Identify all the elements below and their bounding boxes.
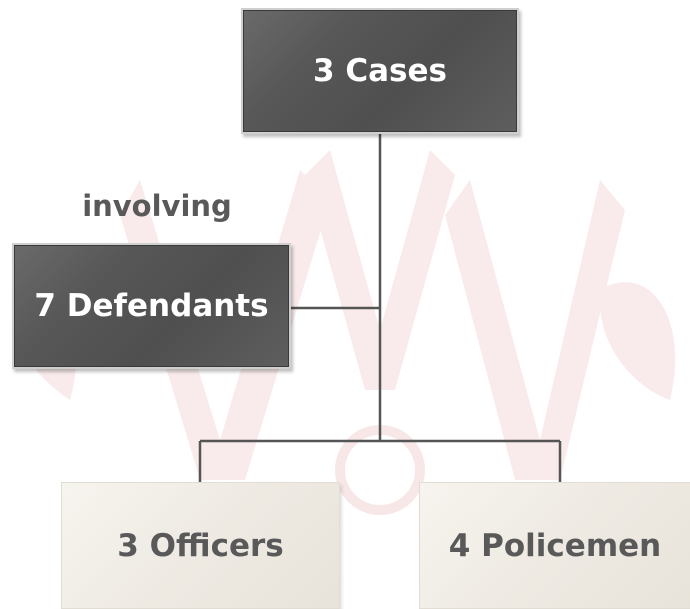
cases-label: 3 Cases — [313, 53, 447, 89]
involving-label: involving — [82, 189, 232, 223]
policemen-box: 4 Policemen — [419, 482, 690, 609]
officers-box: 3 Officers — [61, 482, 340, 609]
cases-box: 3 Cases — [241, 8, 519, 134]
defendants-label: 7 Defendants — [34, 288, 269, 324]
officers-label: 3 Officers — [117, 527, 284, 564]
policemen-label: 4 Policemen — [448, 527, 662, 564]
defendants-box: 7 Defendants — [12, 243, 291, 369]
